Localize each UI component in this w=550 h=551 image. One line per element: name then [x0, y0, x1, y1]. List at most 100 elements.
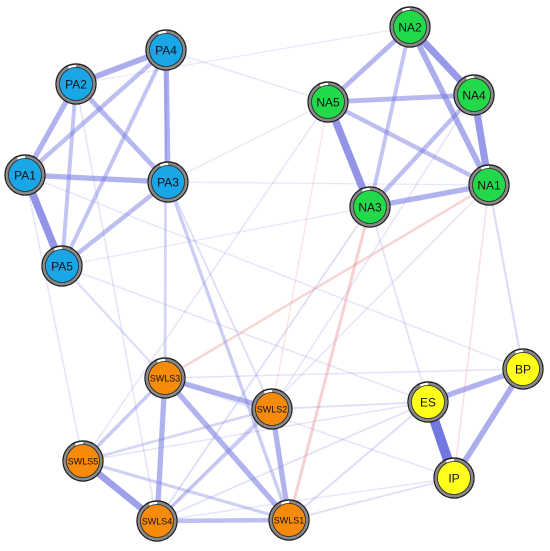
edge-na3-es — [369, 206, 429, 403]
node-fill — [411, 385, 445, 419]
edge-na2-na1 — [407, 24, 492, 188]
edge-na2-na3 — [368, 25, 412, 209]
edge-na1-bp — [487, 183, 525, 371]
edge-pa5-swls3 — [60, 264, 167, 380]
node-pie-arc — [148, 162, 188, 202]
node-fill — [353, 190, 387, 224]
edge-swls4-ip — [156, 477, 455, 522]
node-label: PA1 — [14, 169, 36, 183]
edge-swls3-bp — [164, 368, 524, 379]
edge-na5-swls5 — [82, 101, 329, 462]
edge-pa3-na1 — [167, 181, 490, 186]
edge-pa2-swls4 — [75, 83, 158, 522]
node-fill — [140, 504, 174, 538]
node-pie-arc — [350, 187, 390, 227]
node-pie-arc — [308, 82, 348, 122]
node-swls5: SWLS5 — [62, 440, 104, 482]
node-na2: NA2 — [389, 6, 431, 48]
node-fill — [148, 361, 182, 395]
edge-na3-swls4 — [156, 206, 371, 522]
edge-pa4-pa1 — [22, 47, 169, 178]
node-pie-arc — [145, 358, 185, 398]
edge-na1-swls3 — [163, 183, 491, 380]
edge-swls2-es — [271, 401, 429, 410]
node-pa5: PA5 — [41, 245, 83, 287]
edge-pa1-bp — [24, 174, 524, 370]
edge-bp-ip — [451, 366, 526, 481]
node-label: PA3 — [157, 176, 179, 190]
node-na1: NA1 — [468, 164, 510, 206]
node-swls3: SWLS3 — [144, 357, 186, 399]
edge-swls1-ip — [288, 477, 455, 521]
node-pie-arc — [434, 458, 474, 498]
node-pie-arc — [503, 349, 543, 389]
edge-swls5-swls1 — [81, 459, 291, 522]
edge-pa3-swls2 — [167, 181, 273, 410]
node-na3: NA3 — [349, 186, 391, 228]
node-fill — [272, 503, 306, 537]
node-pie-arc — [390, 7, 430, 47]
edge-swls3-swls1 — [162, 375, 292, 523]
node-fill — [149, 33, 183, 67]
edge-swls5-es — [82, 401, 429, 462]
node-swls2: SWLS2 — [251, 388, 293, 430]
edge-na4-na3 — [367, 92, 477, 210]
node-label: PA5 — [51, 260, 73, 274]
node-pa4: PA4 — [145, 29, 187, 71]
node-label: SWLS3 — [150, 374, 181, 384]
edge-pa3-na5 — [167, 101, 329, 183]
edge-pa2-na2 — [75, 26, 411, 85]
edge-pa2-pa3 — [73, 81, 171, 185]
node-fill — [151, 165, 185, 199]
edge-swls2-swls4 — [155, 407, 274, 523]
node-fill — [437, 461, 471, 495]
edge-pa5-es — [61, 265, 429, 403]
edge-pa5-na3 — [61, 206, 371, 267]
node-bp: BP — [502, 348, 544, 390]
node-pie-arc — [137, 501, 177, 541]
node-label: SWLS2 — [257, 405, 288, 415]
edge-na1-ip — [453, 184, 490, 479]
edge-swls3-swls4 — [154, 375, 168, 524]
edge-pa4-pa5 — [60, 48, 168, 268]
node-label: NA2 — [398, 21, 422, 35]
node-label: SWLS4 — [142, 517, 173, 527]
node-pa1: PA1 — [4, 154, 46, 196]
node-fill — [255, 392, 289, 426]
node-pie-arc — [5, 155, 45, 195]
node-fill — [8, 158, 42, 192]
node-label: BP — [515, 363, 531, 377]
node-na4: NA4 — [453, 74, 495, 116]
node-label: NA4 — [462, 89, 486, 103]
edge-na3-swls1 — [287, 205, 372, 522]
node-label: NA5 — [316, 96, 340, 110]
node-pie-arc — [42, 246, 82, 286]
node-pie-arc — [252, 389, 292, 429]
edge-swls1-es — [287, 400, 430, 522]
node-fill — [45, 249, 79, 283]
node-label: ES — [420, 396, 436, 410]
node-es: ES — [407, 381, 449, 423]
edge-pa4-pa3 — [163, 47, 171, 185]
node-label: SWLS1 — [274, 516, 305, 526]
edge-na1-swls4 — [156, 184, 490, 522]
node-label: NA1 — [477, 179, 501, 193]
node-pie-arc — [408, 382, 448, 422]
node-swls4: SWLS4 — [136, 500, 178, 542]
node-label: IP — [448, 472, 459, 486]
edge-pa3-swls1 — [166, 180, 291, 522]
edge-pa4-na5 — [165, 49, 329, 103]
node-label: PA4 — [155, 44, 177, 58]
node-fill — [457, 78, 491, 112]
edge-pa1-swls5 — [24, 174, 84, 462]
node-fill — [393, 10, 427, 44]
node-pa2: PA2 — [55, 63, 97, 105]
edge-swls4-es — [156, 401, 429, 522]
node-label: NA3 — [358, 201, 382, 215]
edge-na5-swls2 — [271, 101, 329, 410]
edge-na5-na4 — [325, 92, 477, 105]
node-pa3: PA3 — [147, 161, 189, 203]
edge-na5-na1 — [325, 99, 492, 188]
